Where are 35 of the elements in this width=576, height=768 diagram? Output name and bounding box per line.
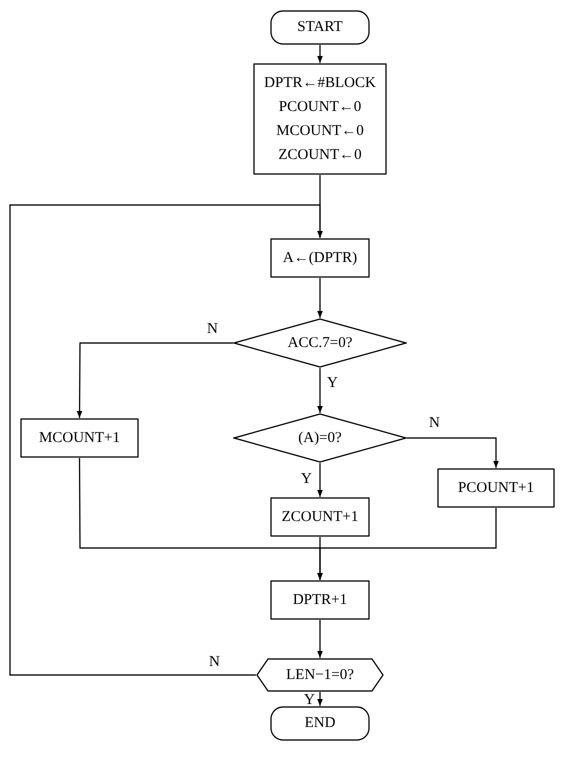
node-text: (A)=0? — [298, 428, 342, 448]
process-box — [20, 418, 139, 458]
terminal-box — [270, 706, 370, 741]
node-text: LEN−1=0? — [286, 666, 354, 684]
flow-arrow — [317, 508, 497, 580]
process-box — [253, 63, 387, 175]
process-box — [270, 580, 370, 620]
loop-test-hexagon — [256, 658, 384, 692]
flow-arrow — [317, 368, 323, 413]
decision-diamond — [233, 413, 407, 463]
node-text: END — [304, 714, 336, 733]
decision-diamond — [233, 318, 407, 368]
terminal-box — [270, 10, 370, 45]
node-text: DPTR+1 — [292, 590, 348, 610]
flow-arrow — [317, 692, 323, 706]
flow-arrow — [317, 45, 323, 63]
node-text: DPTR←#BLOCK — [264, 74, 376, 93]
process-box — [270, 238, 370, 278]
node-text: MCOUNT+1 — [39, 428, 120, 448]
node-text: ZCOUNT←0 — [278, 146, 362, 165]
node-text: ZCOUNT+1 — [282, 508, 358, 526]
flow-arrow — [317, 620, 323, 658]
node-text: PCOUNT←0 — [278, 98, 362, 117]
node-text: START — [297, 18, 343, 37]
node-text: MCOUNT←0 — [276, 122, 364, 141]
process-box — [437, 468, 555, 508]
node-text: A←(DPTR) — [282, 248, 358, 268]
flow-arrow — [407, 437, 499, 468]
flow-arrow — [317, 278, 323, 318]
node-text: PCOUNT+1 — [458, 478, 534, 498]
flow-arrow — [9, 204, 323, 676]
flow-arrow — [317, 463, 323, 497]
node-text: ACC.7=0? — [288, 334, 352, 352]
process-box — [270, 497, 370, 537]
flow-arrow — [76, 342, 233, 418]
